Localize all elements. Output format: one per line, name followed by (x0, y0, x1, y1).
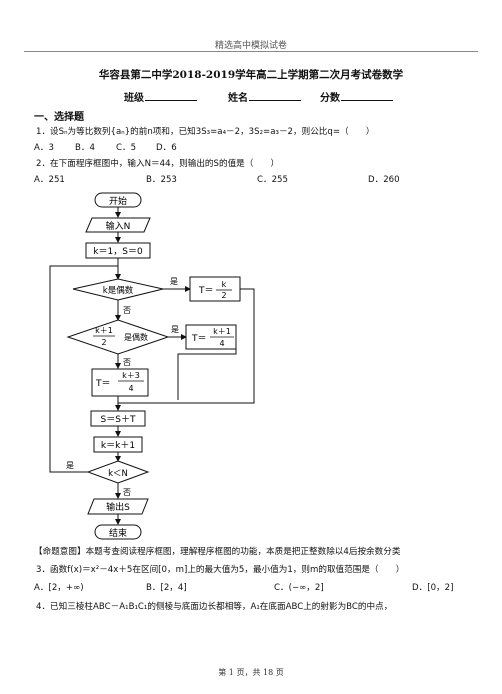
section-heading: 一、选择题 (34, 112, 84, 123)
start-label: 开始 (109, 195, 127, 207)
q2-option-c: C．255 (257, 175, 288, 185)
q3-option-d: D．[0，2] (412, 583, 454, 593)
q3-option-c: C．(−∞，2] (274, 583, 324, 593)
assign1-numerator: k (222, 280, 227, 289)
score-label: 分数 (320, 93, 340, 104)
decision2-tail: 是偶数 (124, 332, 148, 342)
score-field: 分数 (320, 89, 393, 104)
class-field: 班级 (124, 89, 197, 104)
init-box (85, 242, 151, 259)
q2-option-a: A．251 (34, 175, 65, 185)
q2-option-d: D．260 (368, 175, 400, 185)
assign-t-k3-quarter (91, 368, 149, 397)
assign-t-k-half (189, 276, 241, 302)
q1-option-d: D．6 (156, 143, 177, 153)
q1-option-a: A．3 (34, 143, 54, 153)
decision-k-even (72, 278, 164, 301)
output-box (87, 498, 149, 515)
input-box (85, 217, 151, 233)
assign2-numerator: k＋1 (213, 327, 231, 336)
decision2-numerator: k＋1 (95, 326, 113, 335)
question-4-text: 4．已知三棱柱ABC－A₁B₁C₁的侧棱与底面边长都相等，A₁在底面ABC上的射… (36, 602, 393, 612)
decision1-yes: 是 (170, 277, 178, 286)
decision2-yes: 是 (171, 325, 179, 334)
decision3-label: k＜N (108, 469, 128, 479)
assign3-lhs: T＝ (95, 379, 111, 389)
name-blank (249, 91, 301, 101)
start-terminal (94, 192, 142, 208)
sum-label: S＝S＋T (101, 414, 136, 425)
question-2-text: 2．在下面程序框图中，输入N＝44，则输出的S的值是（ ） (36, 159, 280, 169)
assign3-numerator: k＋3 (122, 371, 140, 380)
header-divider (24, 51, 478, 52)
page-header: 精选高中模拟试卷 (214, 41, 287, 51)
class-blank (145, 91, 197, 101)
decision3-no: 否 (123, 488, 131, 497)
decision2-denominator: 2 (101, 338, 106, 347)
assign3-denominator: 4 (128, 384, 133, 393)
end-label: 结束 (109, 527, 127, 539)
init-label: k＝1，S＝0 (93, 247, 143, 257)
assign2-denominator: 4 (219, 339, 224, 348)
input-label: 输入N (106, 220, 131, 232)
increment-box (93, 436, 143, 453)
q3-option-a: A．[2，+∞) (34, 583, 84, 593)
output-label: 输出S (106, 501, 130, 513)
decision3-yes: 是 (66, 461, 74, 470)
q1-option-c: C．5 (116, 143, 137, 153)
assign2-lhs: T＝ (191, 334, 207, 344)
end-terminal (94, 524, 142, 540)
decision-k-even-label: k是偶数 (103, 285, 134, 296)
name-field: 姓名 (228, 89, 301, 104)
decision-k-less-n (86, 460, 150, 484)
question-1-text: 1．设Sₙ为等比数列{aₙ}的前n项和，已知3S₃=a₄－2，3S₂=a₃－2，… (36, 127, 375, 137)
decision-half-k-even (66, 319, 170, 355)
q2-option-b: B．253 (146, 175, 177, 185)
class-label: 班级 (124, 93, 144, 104)
increment-label: k＝k＋1 (101, 440, 135, 451)
sum-box (90, 410, 146, 427)
question-3-text: 3．函数f(x)＝x²－4x＋5在区间[0，m]上的最大值为5，最小值为1，则m… (36, 565, 405, 575)
analysis-note: 【命题意图】本题考查阅读程序框图，理解程序框图的功能，本质是把正整数除以4后按余… (34, 547, 401, 557)
decision2-no: 否 (123, 358, 131, 367)
q1-option-b: B．4 (75, 143, 95, 153)
assign1-lhs: T＝ (198, 286, 214, 296)
assign1-denominator: 2 (221, 291, 226, 300)
q3-option-b: B．[2，4] (146, 583, 187, 593)
exam-title: 华容县第二中学2018-2019学年高二上学期第二次月考试卷数学 (98, 69, 404, 81)
decision1-no: 否 (123, 306, 131, 315)
page-footer: 第 1 页，共 18 页 (218, 668, 284, 677)
name-label: 姓名 (228, 93, 248, 104)
score-blank (341, 91, 393, 101)
